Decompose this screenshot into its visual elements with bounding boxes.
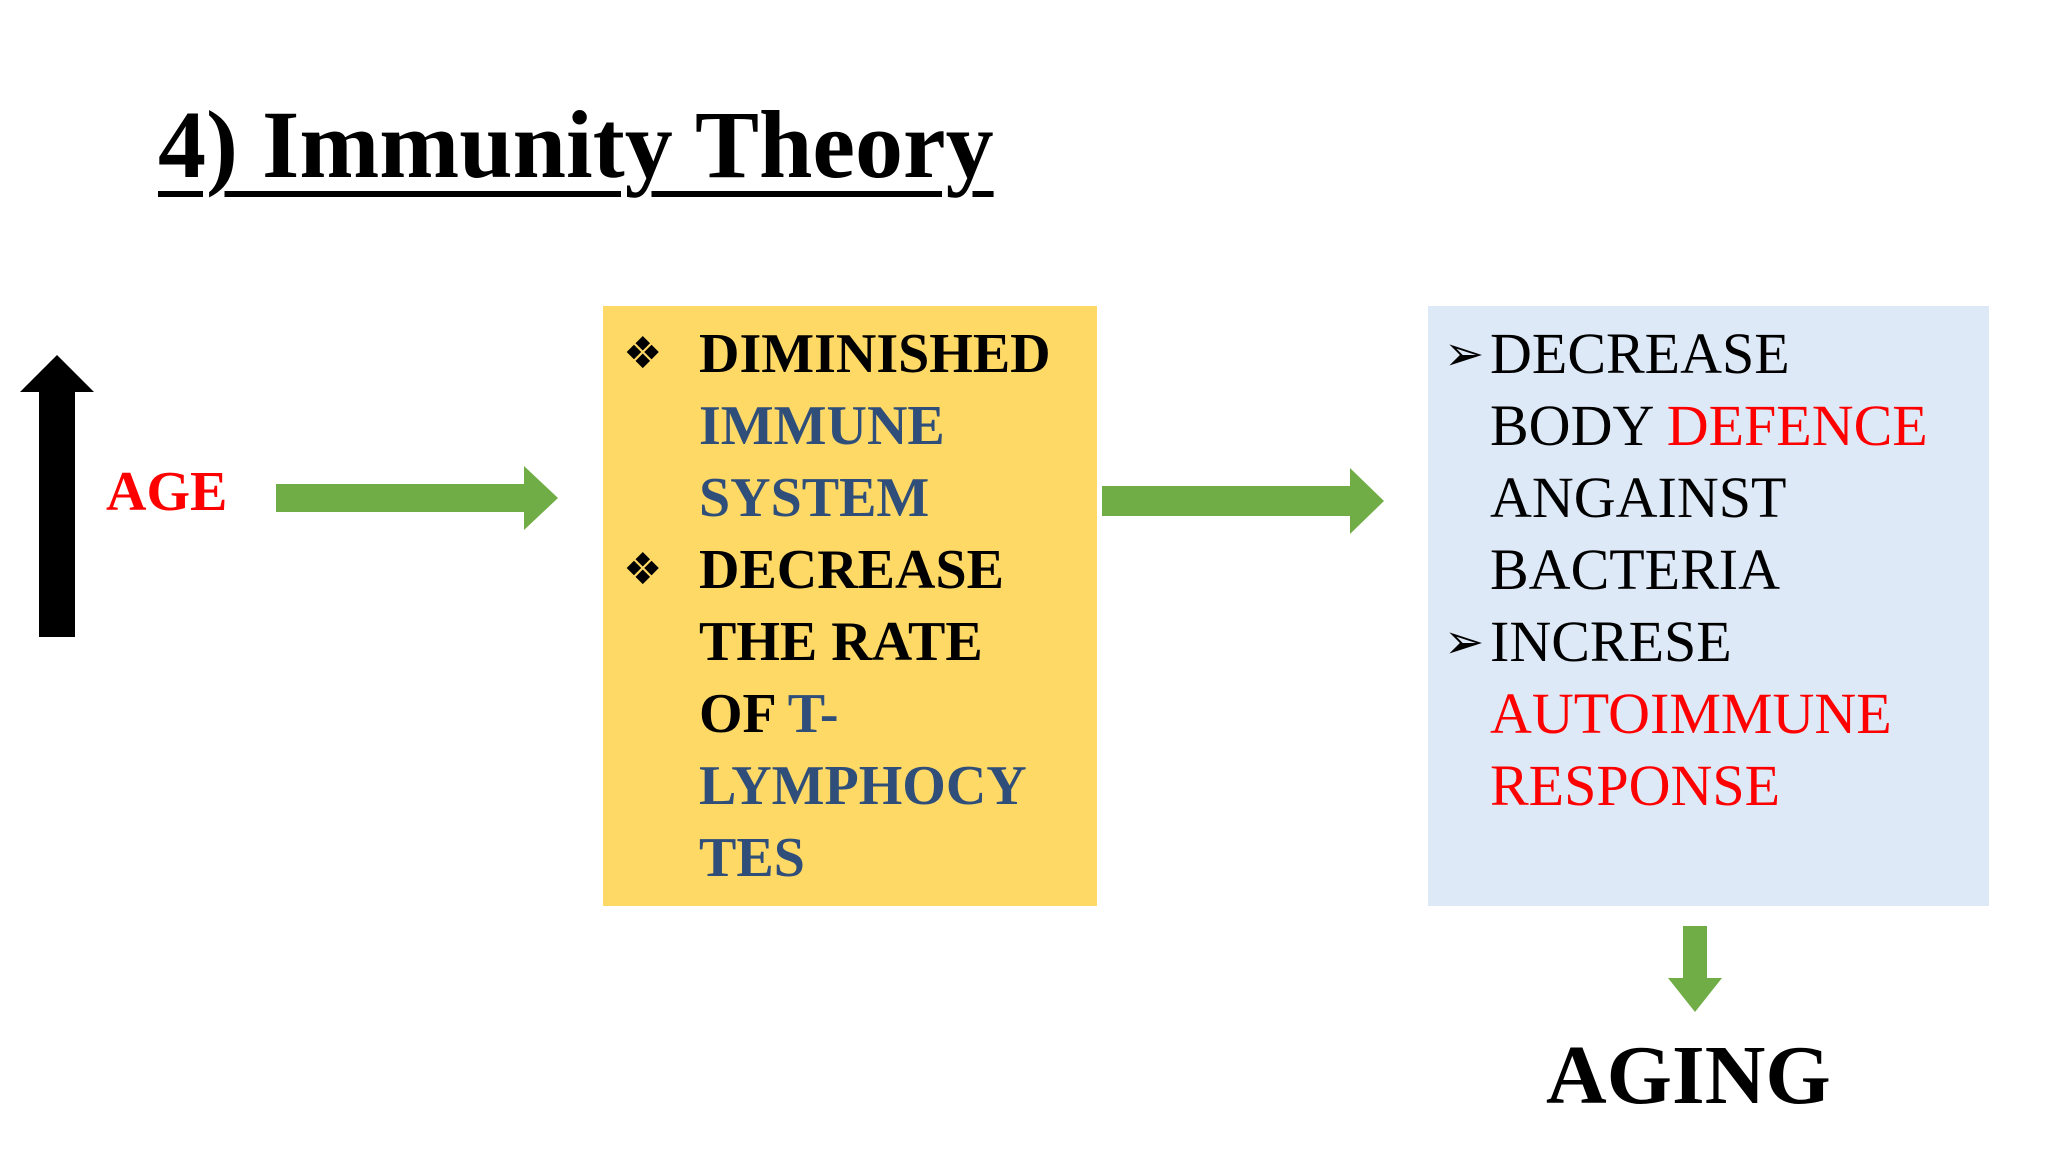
item-text: TES: [699, 827, 805, 889]
immune-decline-box: ❖ DIMINISHED IMMUNE SYSTEM ❖ DECREASE TH…: [603, 306, 1097, 906]
item-text-highlight: T-: [787, 683, 839, 745]
list-item: ➢ INCRESE AUTOIMMUNE RESPONSE: [1444, 606, 1984, 822]
item-text: DECREASE: [699, 539, 1004, 601]
age-label: AGE: [106, 461, 228, 523]
item-text-line: OF T-: [699, 678, 1093, 750]
item-text: OF: [699, 683, 788, 745]
item-text-highlight: DEFENCE: [1666, 393, 1928, 458]
list-item: ➢ DECREASE BODY DEFENCE ANGAINST BACTERI…: [1444, 318, 1984, 606]
up-arrow-icon: [20, 355, 94, 637]
item-text: SYSTEM: [699, 467, 930, 529]
arrowhead-bullet-icon: ➢: [1444, 326, 1485, 382]
item-text: THE RATE: [699, 611, 983, 673]
right-arrow-icon: [276, 466, 558, 530]
item-text: AUTOIMMUNE: [1490, 681, 1892, 746]
diamond-bullet-icon: ❖: [623, 328, 663, 379]
item-text: RESPONSE: [1490, 753, 1781, 818]
item-text: IMMUNE: [699, 395, 945, 457]
item-text: INCRESE: [1490, 609, 1732, 674]
item-text: LYMPHOCY: [699, 755, 1027, 817]
list-item: ❖ DECREASE THE RATE OF T- LYMPHOCY TES: [623, 534, 1093, 894]
item-text-line: BODY DEFENCE: [1490, 390, 1984, 462]
item-text: ANGAINST: [1490, 465, 1787, 530]
item-text: DECREASE: [1490, 321, 1790, 386]
slide-title: 4) Immunity Theory: [158, 91, 994, 198]
effects-list: ➢ DECREASE BODY DEFENCE ANGAINST BACTERI…: [1444, 318, 1984, 822]
effects-box: ➢ DECREASE BODY DEFENCE ANGAINST BACTERI…: [1428, 306, 1989, 906]
item-text: BACTERIA: [1490, 537, 1780, 602]
arrowhead-bullet-icon: ➢: [1444, 614, 1485, 670]
item-text: BODY: [1490, 393, 1667, 458]
diamond-bullet-icon: ❖: [623, 544, 663, 595]
immune-decline-list: ❖ DIMINISHED IMMUNE SYSTEM ❖ DECREASE TH…: [623, 318, 1093, 894]
down-arrow-icon: [1668, 926, 1722, 1012]
aging-label: AGING: [1546, 1029, 1831, 1122]
list-item: ❖ DIMINISHED IMMUNE SYSTEM: [623, 318, 1093, 534]
item-text: DIMINISHED: [699, 323, 1051, 385]
right-arrow-icon: [1102, 468, 1384, 534]
